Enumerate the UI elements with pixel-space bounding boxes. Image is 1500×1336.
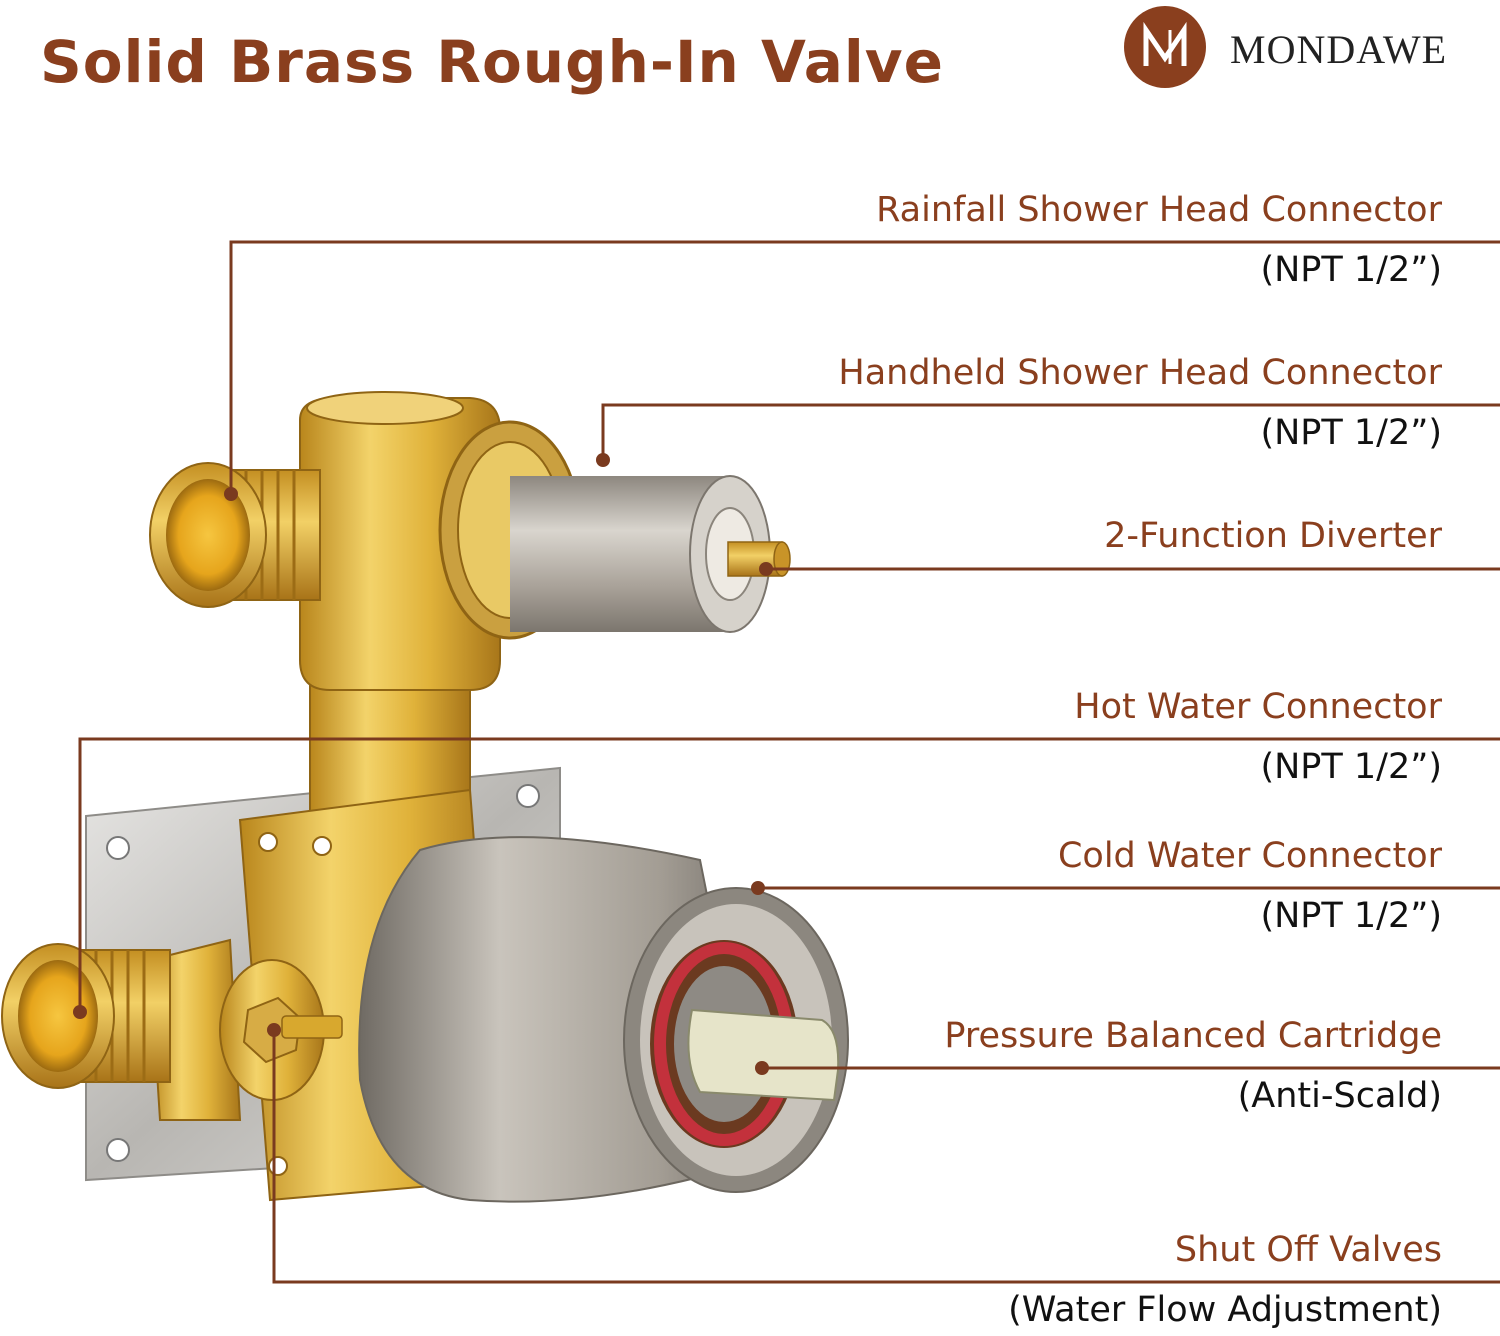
callout-label-handheld: Handheld Shower Head Connector	[838, 353, 1442, 393]
callout-spec-handheld: (NPT 1/2”)	[1260, 413, 1442, 453]
callout-spec-cartridge: (Anti-Scald)	[1237, 1076, 1442, 1116]
callout-lines	[78, 240, 1500, 1284]
brand-monogram-icon	[1124, 6, 1206, 88]
callout-spec-shutoff: (Water Flow Adjustment)	[1008, 1290, 1442, 1330]
diverter-stem	[438, 420, 791, 640]
brand-name: MONDAWE	[1230, 27, 1448, 72]
callout-label-cartridge: Pressure Balanced Cartridge	[944, 1016, 1442, 1056]
rainfall-outlet-connector	[149, 462, 321, 608]
callout-label-rainfall: Rainfall Shower Head Connector	[876, 190, 1442, 230]
callout-dots	[73, 453, 773, 1075]
callout-line-rainfall	[229, 240, 1500, 494]
callout-label-diverter: 2-Function Diverter	[1104, 516, 1442, 556]
cartridge-sleeve	[358, 836, 849, 1203]
callout-label-hot: Hot Water Connector	[1074, 687, 1442, 727]
page-title: Solid Brass Rough-In Valve	[40, 28, 944, 96]
callout-label-shutoff: Shut Off Valves	[1174, 1230, 1442, 1270]
callout-line-hot	[78, 737, 1500, 1012]
callout-spec-hot: (NPT 1/2”)	[1260, 747, 1442, 787]
callout-line-handheld	[601, 403, 1500, 460]
callout-line-shutoff	[272, 1030, 1500, 1284]
callout-spec-cold: (NPT 1/2”)	[1260, 896, 1442, 936]
callout-spec-rainfall: (NPT 1/2”)	[1260, 250, 1442, 290]
callout-label-cold: Cold Water Connector	[1057, 836, 1442, 876]
